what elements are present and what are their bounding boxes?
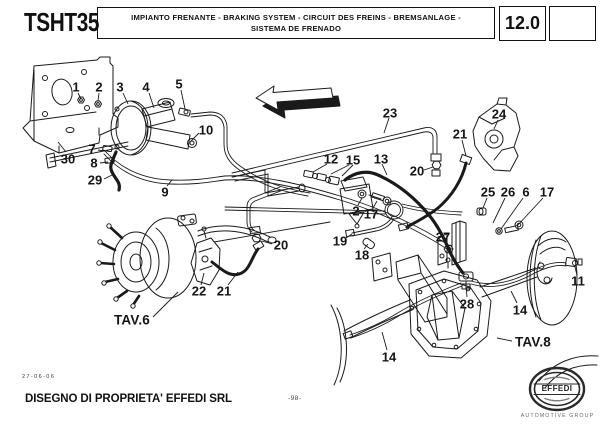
wheel-studs bbox=[98, 225, 141, 307]
outlet-fittings bbox=[102, 107, 191, 164]
callout-TAV.8: TAV.8 bbox=[514, 334, 552, 350]
callout-1: 1 bbox=[72, 79, 80, 95]
callout-4: 4 bbox=[142, 79, 150, 95]
callout-17: 17 bbox=[363, 206, 379, 222]
callout-17: 17 bbox=[539, 184, 555, 200]
pipe-fitting-20-left bbox=[249, 225, 262, 243]
section-title-line2: SISTEMA DE FRENADO bbox=[250, 24, 342, 33]
brake-booster bbox=[110, 100, 152, 156]
callout-28: 28 bbox=[459, 296, 475, 312]
callout-2: 2 bbox=[95, 79, 103, 95]
property-note: DISEGNO DI PROPRIETA' EFFEDI SRL bbox=[25, 393, 232, 405]
pipe-fitting-11 bbox=[565, 256, 583, 268]
pushrod-bracket bbox=[45, 141, 129, 169]
page-number: -98- bbox=[288, 395, 302, 402]
revision-box bbox=[549, 6, 596, 41]
front-caliper-22 bbox=[190, 226, 221, 286]
axle-pipes-14 bbox=[349, 261, 567, 339]
callout-21: 21 bbox=[216, 283, 232, 299]
callout-8: 8 bbox=[90, 155, 98, 171]
callout-24: 24 bbox=[491, 106, 507, 122]
callout-19: 19 bbox=[332, 233, 348, 249]
mounting-bracket-panel bbox=[22, 56, 119, 154]
callout-29: 29 bbox=[87, 172, 103, 188]
rear-axle-assembly bbox=[330, 230, 599, 389]
page-title: TSHT35 bbox=[24, 7, 100, 37]
callout-7: 7 bbox=[88, 141, 96, 157]
caliper-24 bbox=[472, 97, 521, 172]
callout-3: 3 bbox=[116, 79, 124, 95]
effedi-logo-text: EFFEDI bbox=[541, 384, 573, 393]
section-number-badge: 12.0 bbox=[499, 6, 546, 41]
callout-21: 21 bbox=[452, 126, 468, 142]
callout-22: 22 bbox=[191, 283, 207, 299]
callout-10: 10 bbox=[198, 122, 214, 138]
pipe-fitting-20-right bbox=[430, 153, 442, 177]
callout-TAV.6: TAV.6 bbox=[113, 312, 151, 328]
drawing-date: 27-06-06 bbox=[22, 374, 56, 380]
callout-20: 20 bbox=[273, 237, 289, 253]
section-title-line1: IMPIANTO FRENANTE - BRAKING SYSTEM - CIR… bbox=[131, 13, 461, 22]
hose-end-fitting bbox=[397, 222, 410, 232]
section-title-box: IMPIANTO FRENANTE - BRAKING SYSTEM - CIR… bbox=[97, 7, 495, 39]
front-hub-assembly bbox=[96, 213, 277, 309]
front-hose-21 bbox=[210, 247, 260, 277]
callout-26: 26 bbox=[500, 184, 516, 200]
callout-9: 9 bbox=[161, 184, 169, 200]
rear-hose-13 bbox=[343, 170, 465, 275]
callout-27: 27 bbox=[435, 229, 451, 245]
mounting-nuts bbox=[77, 96, 102, 108]
callout-23: 23 bbox=[382, 105, 398, 121]
brake-pipes bbox=[103, 111, 451, 250]
differential-housing bbox=[408, 257, 492, 359]
callout-18: 18 bbox=[354, 247, 370, 263]
callout-12: 12 bbox=[323, 151, 339, 167]
direction-arrow bbox=[255, 85, 341, 119]
callout-13: 13 bbox=[373, 151, 389, 167]
callout-6: 6 bbox=[522, 184, 530, 200]
master-cylinder bbox=[141, 98, 197, 150]
hose-end-fitting bbox=[459, 153, 473, 165]
callout-25: 25 bbox=[480, 184, 496, 200]
callout-30: 30 bbox=[60, 151, 76, 167]
callout-15: 15 bbox=[345, 152, 361, 168]
callout-5: 5 bbox=[175, 76, 183, 92]
callout-14: 14 bbox=[512, 302, 528, 318]
callout-14: 14 bbox=[381, 349, 397, 365]
coiled-pipe-19 bbox=[345, 200, 463, 250]
load-sensing-valve bbox=[298, 169, 392, 229]
rear-hose-21 bbox=[405, 161, 468, 229]
callout-11: 11 bbox=[571, 273, 585, 289]
spring-mount bbox=[371, 252, 448, 323]
steering-arm bbox=[177, 213, 277, 244]
effedi-logo-subtext: AUTOMOTIVE GROUP bbox=[520, 413, 595, 419]
callout-2: 2 bbox=[352, 203, 360, 219]
callout-20: 20 bbox=[409, 163, 425, 179]
flex-hose-29 bbox=[109, 150, 121, 192]
hose-guide-bracket bbox=[437, 207, 524, 290]
